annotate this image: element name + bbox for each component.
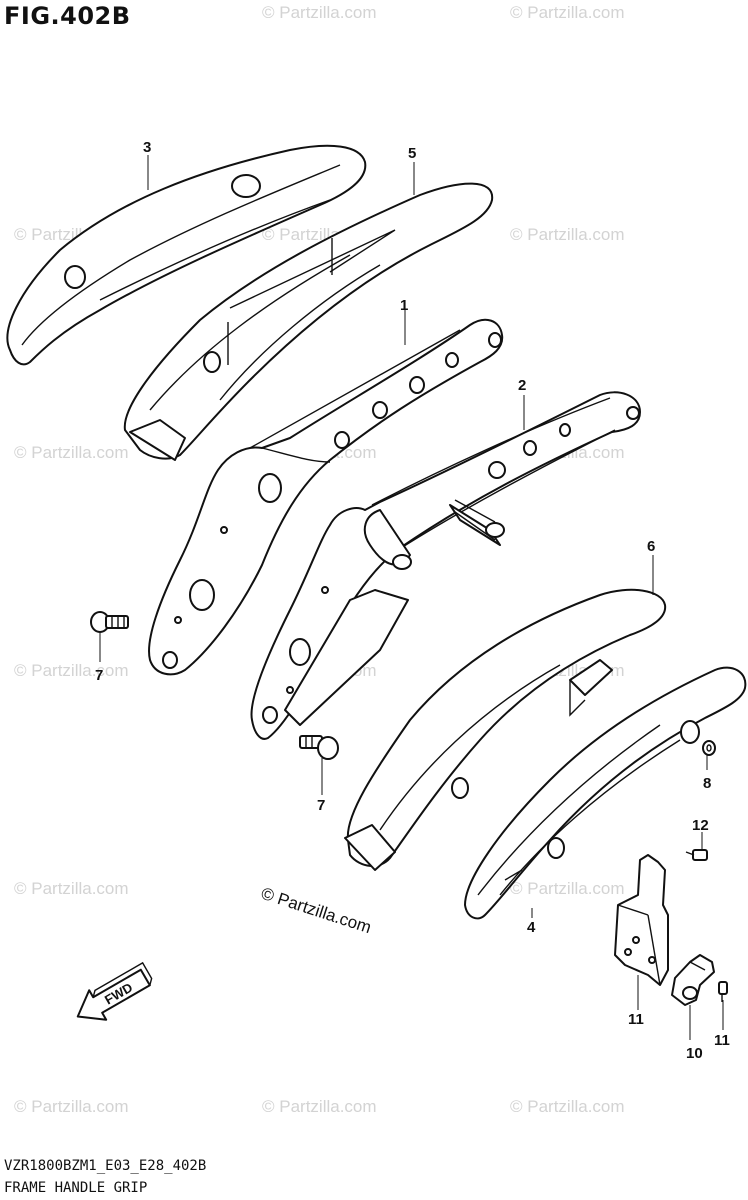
part-7-bolt-center xyxy=(299,735,339,760)
part-4-rear-grip-inner-cover xyxy=(464,666,747,920)
watermark: © Partzilla.com xyxy=(510,879,625,898)
watermark: © Partzilla.com xyxy=(510,1097,625,1116)
watermark: © Partzilla.com xyxy=(262,3,377,22)
callout-8: 8 xyxy=(703,775,711,792)
watermark: © Partzilla.com xyxy=(14,661,129,680)
part-11-bracket xyxy=(614,854,669,986)
model-code: VZR1800BZM1_E03_E28_402B xyxy=(4,1158,207,1174)
part-8-washer xyxy=(702,740,716,756)
watermark: © Partzilla.com xyxy=(14,879,129,898)
part-12-bolt xyxy=(685,849,708,861)
callout-2: 2 xyxy=(518,377,526,394)
callout-10: 11 xyxy=(714,1032,730,1049)
callout-11: 11 xyxy=(628,1011,644,1028)
callout-5: 5 xyxy=(408,145,416,162)
callout-labels: 3 5 1 2 6 7 7 8 12 4 11 10 11 xyxy=(95,139,730,1062)
partzilla-watermark-main: © Partzilla.com xyxy=(259,884,374,937)
watermark: © Partzilla.com xyxy=(510,225,625,244)
callout-6: 6 xyxy=(647,538,655,555)
leader-lines xyxy=(99,155,724,1040)
watermark: © Partzilla.com xyxy=(510,3,625,22)
callout-3: 3 xyxy=(143,139,151,156)
figure-title: FIG.402B xyxy=(4,2,131,30)
part-2-frame-handle xyxy=(250,391,641,740)
watermark: © Partzilla.com xyxy=(14,1097,129,1116)
watermark: © Partzilla.com xyxy=(14,443,129,462)
callout-9: 10 xyxy=(686,1045,703,1062)
fwd-direction-arrow: FWD xyxy=(76,961,153,1021)
watermark: © Partzilla.com xyxy=(262,1097,377,1116)
part-1-frame-handle xyxy=(148,318,504,676)
callout-7-left: 7 xyxy=(95,667,103,684)
callout-4: 4 xyxy=(527,919,536,936)
part-6-rear-grip-cover xyxy=(344,588,667,871)
part-7-bolt-left xyxy=(90,611,129,633)
diagram-name: FRAME HANDLE GRIP xyxy=(4,1180,148,1196)
part-5-grip-inner-cover xyxy=(123,182,494,461)
callout-12: 12 xyxy=(692,817,709,834)
callout-7-center: 7 xyxy=(317,797,325,814)
part-3-grip-cover xyxy=(6,144,367,366)
part-9-clamp xyxy=(671,954,715,1006)
callout-1: 1 xyxy=(400,297,408,314)
part-10-screw xyxy=(718,981,728,1002)
